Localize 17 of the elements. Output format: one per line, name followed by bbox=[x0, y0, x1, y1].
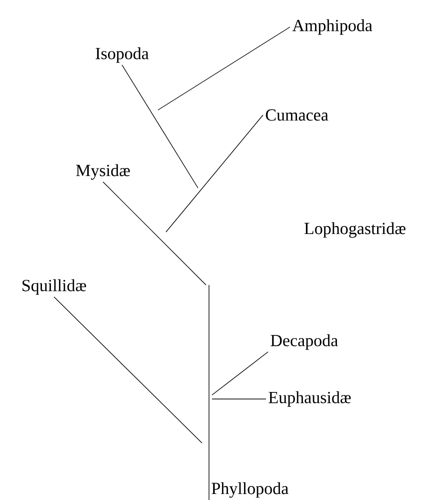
taxon-label: Amphipoda bbox=[292, 19, 372, 35]
branch-line bbox=[122, 64, 198, 188]
branch-line bbox=[166, 114, 264, 232]
branch-line bbox=[158, 26, 290, 110]
taxon-label: Cumacea bbox=[266, 109, 328, 121]
branch-line bbox=[212, 352, 268, 396]
branch-line bbox=[212, 398, 266, 400]
taxon-label: Isopoda bbox=[96, 47, 149, 63]
branch-line bbox=[54, 296, 202, 444]
taxon-label: Decapoda bbox=[270, 334, 338, 350]
branch-line bbox=[208, 284, 210, 500]
taxon-label: Lophogastridæ bbox=[304, 222, 406, 238]
taxon-label: Phyllopoda bbox=[212, 482, 288, 498]
taxon-label: Euphausidæ bbox=[268, 391, 351, 407]
taxon-label: Squillidæ bbox=[22, 279, 86, 295]
taxon-label: Mysidæ bbox=[76, 164, 130, 180]
branch-line bbox=[102, 182, 206, 286]
